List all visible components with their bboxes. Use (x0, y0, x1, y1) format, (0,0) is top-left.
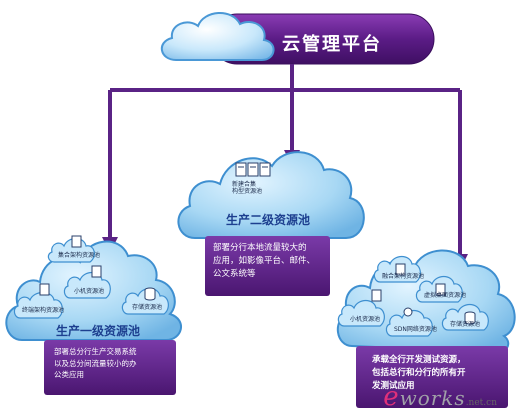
tier1-sub-label-2: 小机资源池 (74, 287, 104, 295)
test-sub-label-1: 虚拟桌面资源池 (424, 291, 466, 299)
tier2-pool-cloud (177, 151, 365, 239)
tier1-description: 部署总分行生产交易系统 以及总分间流量较小的办 公类应用 (54, 346, 137, 381)
tier2-icon-label-1: 新建合集 (232, 180, 256, 188)
test-description: 承载全行开发测试资源， 包括总行和分行的所有开 发测试应用 (372, 354, 466, 394)
eworks-watermark-logo: eworks.net.cn (383, 382, 497, 412)
test-description-box (356, 346, 508, 408)
test-server-icons (371, 263, 476, 325)
tier1-description-line: 公类应用 (54, 370, 84, 380)
watermark-suffix: .net.cn (465, 398, 497, 408)
tier1-description-line: 部署总分行生产交易系统 (54, 347, 137, 356)
tier1-description-box (44, 340, 176, 395)
tier1-pool-title: 生产一级资源池 (56, 323, 140, 338)
tier2-description-line: 应用，如影像平台、邮件、 (213, 256, 316, 267)
tier2-server-icon (235, 162, 271, 177)
platform-cloud-icon (161, 12, 275, 61)
platform-title: 云管理平台 (282, 34, 382, 55)
test-sub-label-3: SDN网络资源池 (394, 325, 437, 333)
tier1-sub-label-3: 存储资源池 (132, 303, 162, 311)
tier1-description-line: 以及总分间流量较小的办 (54, 358, 137, 368)
tier2-description-line: 公文系统等 (213, 269, 256, 280)
test-sub-label-2: 小机资源池 (350, 315, 380, 323)
tier2-description: 部署分行本地流量较大的 应用，如影像平台、邮件、 公文系统等 (213, 242, 315, 282)
watermark-word: works (399, 386, 466, 410)
test-description-line: 发测试应用 (372, 381, 415, 392)
test-description-line: 承载全行开发测试资源， (372, 355, 466, 365)
watermark-prefix: e (383, 382, 400, 412)
test-sub-label-4: 存储资源池 (450, 320, 480, 328)
tier1-sub-label-1: 终端架构资源池 (22, 306, 64, 314)
test-sub-label-0: 融合架构资源池 (382, 272, 424, 280)
tier2-description-line: 部署分行本地流量较大的 (213, 243, 307, 253)
tier2-description-box (205, 236, 330, 296)
connector-lines (102, 64, 468, 270)
tier1-server-icons (39, 235, 156, 301)
test-description-line: 包括总行和分行的所有开 (372, 368, 466, 379)
tier2-pool-title: 生产二级资源池 (226, 212, 310, 227)
tier1-inner-clouds (13, 237, 169, 319)
tier2-icon-label-2: 构型资源池 (232, 187, 262, 195)
tier1-sub-label-0: 集合架构资源池 (58, 251, 100, 259)
